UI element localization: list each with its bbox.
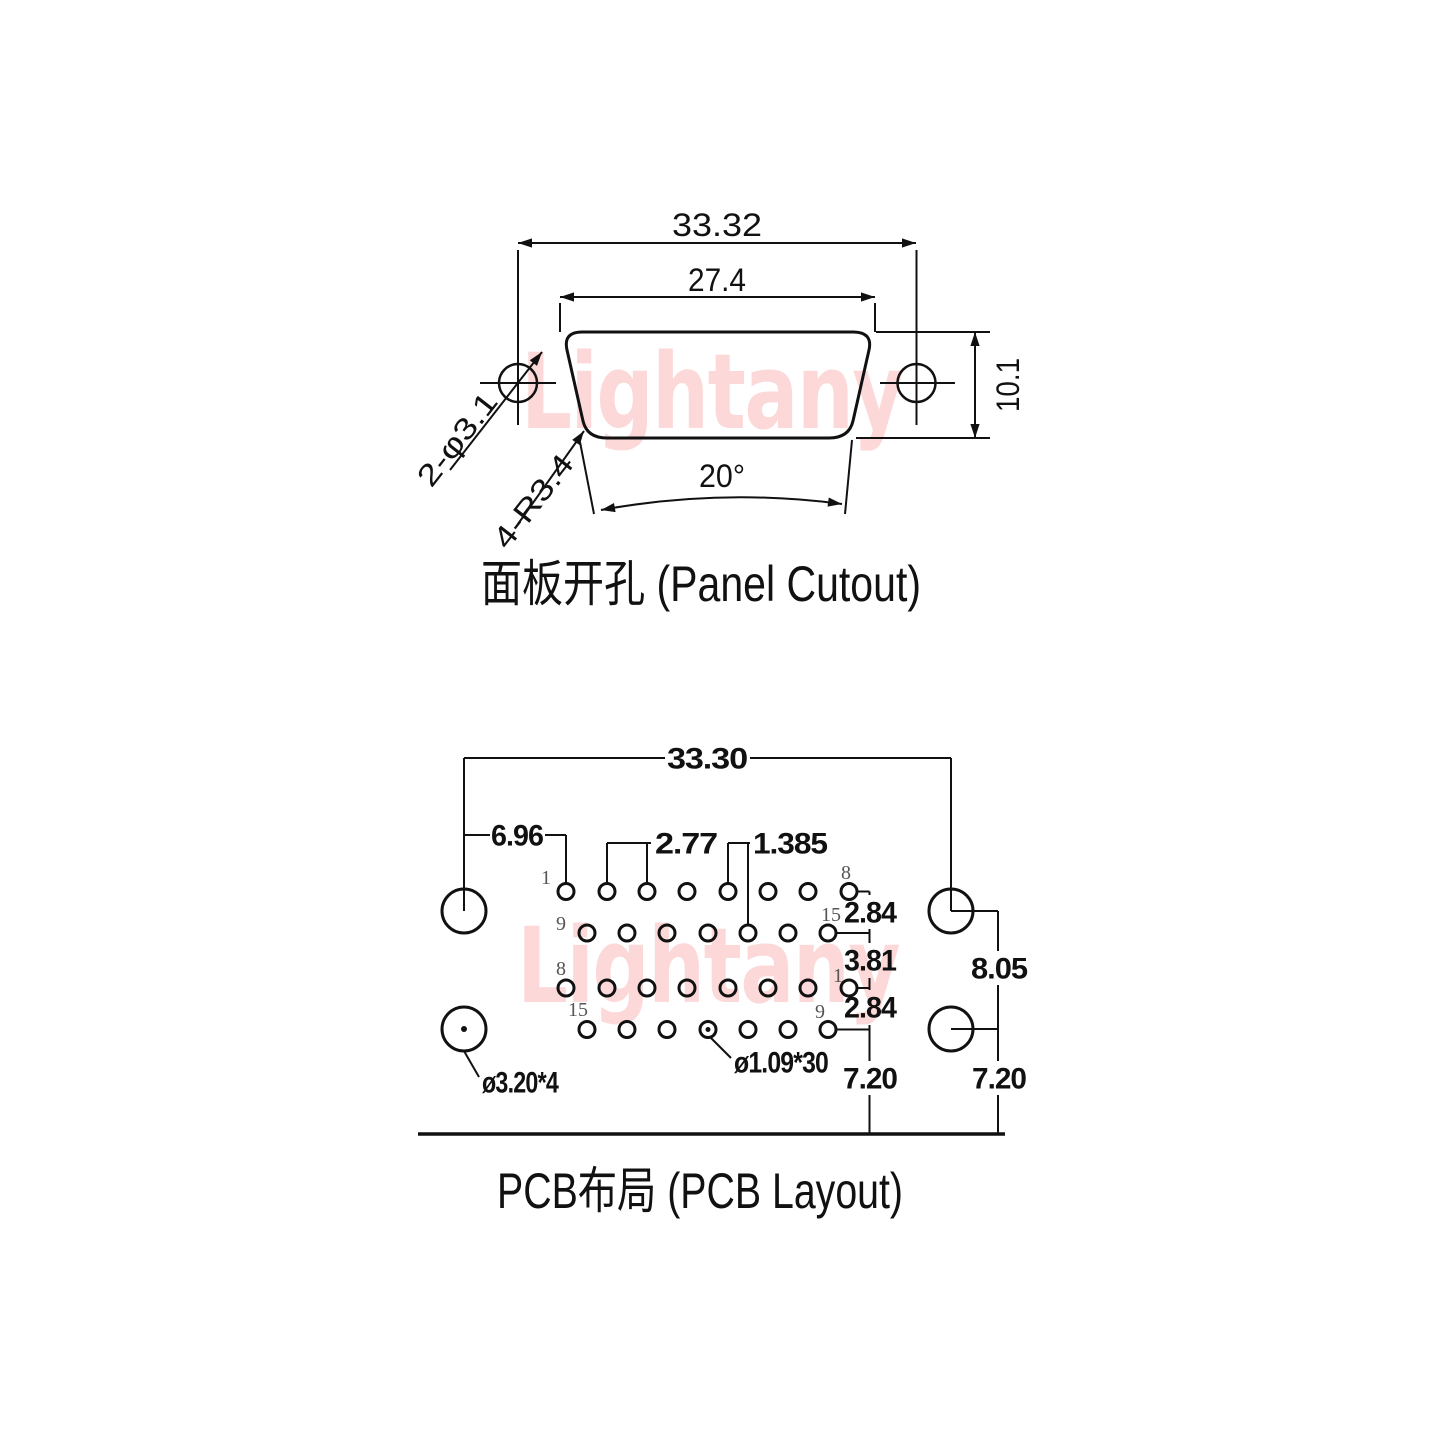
pin-number-row2-right: 15 bbox=[821, 904, 841, 926]
pin-number-row2-left: 9 bbox=[556, 913, 566, 935]
pin-hole bbox=[758, 978, 778, 998]
label-mount-hole-spec: ø3.20*4 bbox=[482, 1067, 559, 1100]
pin-hole bbox=[798, 978, 818, 998]
arrowhead bbox=[572, 431, 584, 446]
arrowhead bbox=[902, 238, 916, 248]
pin-hole bbox=[617, 1020, 637, 1039]
pin-hole bbox=[677, 978, 697, 998]
dim-mount-span: 33.30 bbox=[667, 743, 747, 776]
dim-cutout-height: 10.1 bbox=[990, 358, 1026, 412]
angle-leg-right bbox=[844, 439, 853, 515]
dim-mount-to-edge: 7.20 bbox=[972, 1063, 1026, 1096]
pin-hole bbox=[718, 882, 738, 901]
angle-arc bbox=[600, 496, 843, 511]
label-mount-holes: 2-φ3.1 bbox=[411, 386, 505, 493]
panel-dimension-lines bbox=[449, 242, 990, 525]
pin-hole bbox=[738, 1020, 758, 1039]
pin-holes bbox=[556, 882, 859, 1039]
pin-number-row3-left: 8 bbox=[556, 958, 566, 980]
pin-number-row1-left: 1 bbox=[541, 867, 551, 889]
pin-hole bbox=[617, 923, 637, 943]
arrowhead bbox=[970, 332, 980, 346]
pin-hole bbox=[698, 923, 718, 943]
pin-hole bbox=[556, 882, 576, 901]
pin-number-row4-right: 9 bbox=[815, 1001, 825, 1023]
leader-mount-holes bbox=[449, 351, 543, 471]
pin-hole bbox=[778, 1020, 798, 1039]
arrowhead bbox=[861, 292, 875, 302]
pcb-mount-hole-bottom-right bbox=[927, 1005, 975, 1053]
dim-row-gap-3-4: 2.84 bbox=[844, 992, 897, 1025]
dim-pin-row-to-edge: 7.20 bbox=[843, 1063, 897, 1096]
pin-hole bbox=[637, 978, 657, 998]
leader-pin-hole-spec bbox=[709, 1036, 732, 1059]
panel-view-title: 面板开孔 (Panel Cutout) bbox=[481, 556, 921, 612]
arrowhead bbox=[560, 292, 574, 302]
pin-number-row3-right: 1 bbox=[833, 965, 843, 987]
pin-hole bbox=[597, 978, 617, 998]
leader-mount-hole-spec bbox=[463, 1050, 480, 1078]
dim-overall-width: 33.32 bbox=[672, 207, 762, 243]
pin-hole bbox=[758, 882, 778, 901]
dim-mount-gap-vertical: 8.05 bbox=[971, 953, 1027, 986]
pin-hole bbox=[577, 1020, 597, 1039]
pin-hole bbox=[597, 882, 617, 901]
arrowhead bbox=[601, 503, 616, 513]
pin-hole bbox=[839, 978, 859, 998]
pcb-dimension-lines bbox=[463, 757, 999, 1134]
pin-hole bbox=[818, 1020, 838, 1039]
pin-center-dot bbox=[705, 1027, 711, 1032]
dim-side-angle: 20° bbox=[699, 458, 745, 494]
pcb-mount-hole-bottom-left bbox=[440, 1005, 488, 1053]
d-cutout-outline bbox=[564, 330, 872, 440]
panel-mount-hole-left bbox=[497, 362, 539, 404]
arrowhead bbox=[970, 424, 980, 438]
pin-hole bbox=[839, 882, 859, 901]
pin-hole bbox=[657, 1020, 677, 1039]
dim-row-offset: 1.385 bbox=[753, 828, 827, 861]
pin-hole bbox=[698, 1020, 718, 1039]
panel-arrowheads bbox=[518, 238, 980, 513]
pcb-mount-hole-top-right bbox=[927, 887, 975, 935]
pin-hole bbox=[818, 923, 838, 943]
pin-number-row1-right: 8 bbox=[841, 862, 851, 884]
pin-hole bbox=[556, 978, 576, 998]
pin-hole bbox=[718, 978, 738, 998]
watermark-text-top: Lightany bbox=[521, 331, 903, 453]
pin-hole bbox=[577, 923, 597, 943]
pin-hole bbox=[637, 882, 657, 901]
pin-hole bbox=[798, 882, 818, 901]
dim-row-gap-1-2: 2.84 bbox=[844, 897, 897, 930]
arrowhead bbox=[518, 238, 532, 248]
hole-center-dot bbox=[461, 1026, 467, 1032]
pin-hole bbox=[677, 882, 697, 901]
pin-hole bbox=[778, 923, 798, 943]
arrowhead bbox=[529, 352, 542, 366]
pcb-mount-holes bbox=[440, 887, 975, 1053]
pcb-layout-view: 33.30 6.96 2.77 1.385 2.84 3.81 2.84 7.2… bbox=[418, 743, 1028, 1219]
pin-hole bbox=[657, 923, 677, 943]
pcb-view-title: PCB布局 (PCB Layout) bbox=[497, 1163, 903, 1219]
pin-number-row4-left: 15 bbox=[568, 999, 588, 1021]
pcb-mount-hole-top-left bbox=[440, 887, 488, 935]
panel-mount-hole-right bbox=[896, 362, 937, 404]
leader-corner-radius bbox=[517, 430, 585, 525]
label-pin-hole-spec: ø1.09*30 bbox=[734, 1047, 828, 1080]
arrowhead bbox=[827, 497, 842, 507]
dim-pin-pitch: 2.77 bbox=[655, 828, 717, 861]
pin-hole bbox=[738, 923, 758, 943]
label-corner-radius: 4-R3.4 bbox=[487, 448, 581, 555]
dim-cutout-width: 27.4 bbox=[688, 262, 746, 298]
angle-leg-left bbox=[579, 441, 595, 515]
dim-row-gap-2-3: 3.81 bbox=[844, 945, 896, 978]
dim-mount-to-pin1: 6.96 bbox=[491, 820, 543, 853]
